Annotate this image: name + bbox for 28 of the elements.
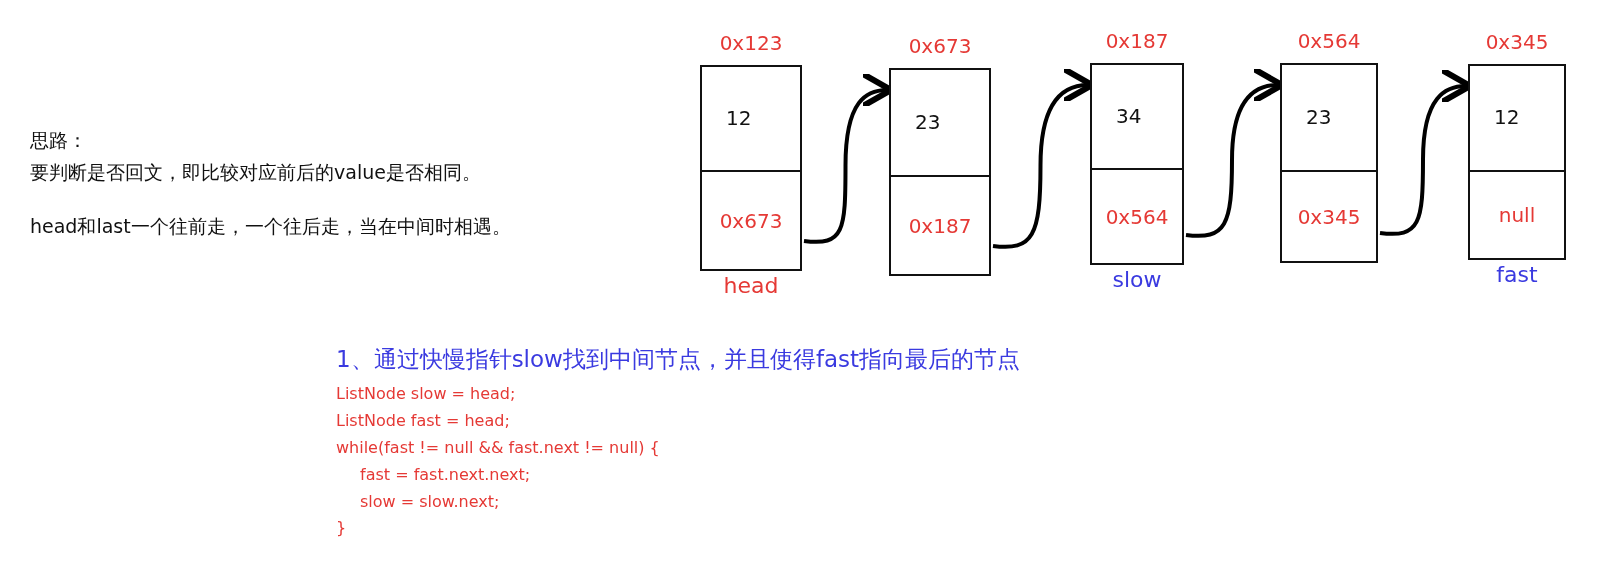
code-line: ListNode fast = head; (336, 411, 510, 430)
note-text: head和last一个往前走，一个往后走，当在中间时相遇。 (30, 214, 511, 239)
pointer-label: fast (1496, 262, 1538, 287)
step-heading: 1、通过快慢指针slow找到中间节点，并且使得fast指向最后的节点 (336, 345, 1021, 374)
node-value: 23 (1306, 104, 1332, 129)
pointer-label: head (723, 273, 779, 298)
pointer-label: slow (1112, 267, 1162, 292)
next-pointer: 0x187 (908, 213, 972, 238)
note-text: 要判断是否回文，即比较对应前后的value是否相同。 (30, 160, 481, 185)
code-line: } (336, 518, 347, 537)
node-address: 0x564 (1297, 29, 1361, 53)
node-address: 0x345 (1485, 30, 1549, 54)
node-address: 0x123 (719, 31, 783, 55)
code-line: ListNode slow = head; (336, 384, 516, 403)
node-value: 12 (726, 105, 752, 130)
code-line: while(fast != null && fast.next != null) { (336, 438, 660, 457)
next-pointer: 0x564 (1105, 204, 1169, 229)
next-pointer: null (1498, 203, 1536, 227)
note-heading: 思路： (30, 128, 87, 153)
node-address: 0x187 (1105, 29, 1169, 53)
node-value: 12 (1494, 105, 1520, 129)
next-pointer: 0x345 (1297, 204, 1361, 229)
node-address: 0x673 (908, 34, 972, 58)
node-value: 23 (915, 109, 941, 134)
code-line: fast = fast.next.next; (360, 465, 531, 484)
code-line: slow = slow.next; (360, 492, 500, 511)
next-pointer: 0x673 (719, 208, 783, 233)
node-value: 34 (1116, 103, 1142, 128)
